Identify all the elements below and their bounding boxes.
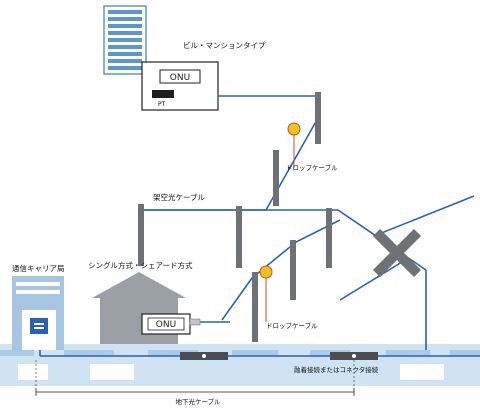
underground-cable-label: 地下光ケーブル — [175, 397, 221, 406]
aerial-junction-closure — [372, 228, 422, 278]
carrier-station-building — [12, 276, 64, 350]
drop-point-marker-1 — [287, 122, 301, 136]
carrier-station-label: 通信キャリア局 — [12, 263, 65, 273]
onu-box-top — [159, 69, 201, 84]
utility-poles — [138, 92, 332, 342]
building-type-label: ビル・マンションタイプ — [183, 41, 266, 50]
apartment-building: ONU PT — [103, 5, 219, 111]
pt-block — [152, 90, 174, 98]
drop-point-marker-2 — [259, 265, 273, 279]
underground-span — [35, 360, 355, 396]
splice-connector-2 — [330, 352, 378, 360]
drop-cable-label-1: ドロップケーブル — [286, 163, 338, 172]
junction-label: 融着接続またはコネクタ接続 — [294, 365, 379, 374]
house: ONU — [92, 272, 201, 344]
onu-house-label: ONU — [156, 320, 176, 330]
onu-top-label: ONU — [170, 73, 190, 83]
drop-cable-label-2: ドロップケーブル — [266, 321, 318, 330]
building-equipment-box — [141, 61, 219, 111]
aerial-cable-label: 架空光ケーブル — [153, 192, 206, 202]
house-type-label: シングル方式・シェアード方式 — [88, 260, 193, 270]
pt-label: PT — [158, 101, 166, 108]
splice-connector-1 — [180, 352, 228, 360]
